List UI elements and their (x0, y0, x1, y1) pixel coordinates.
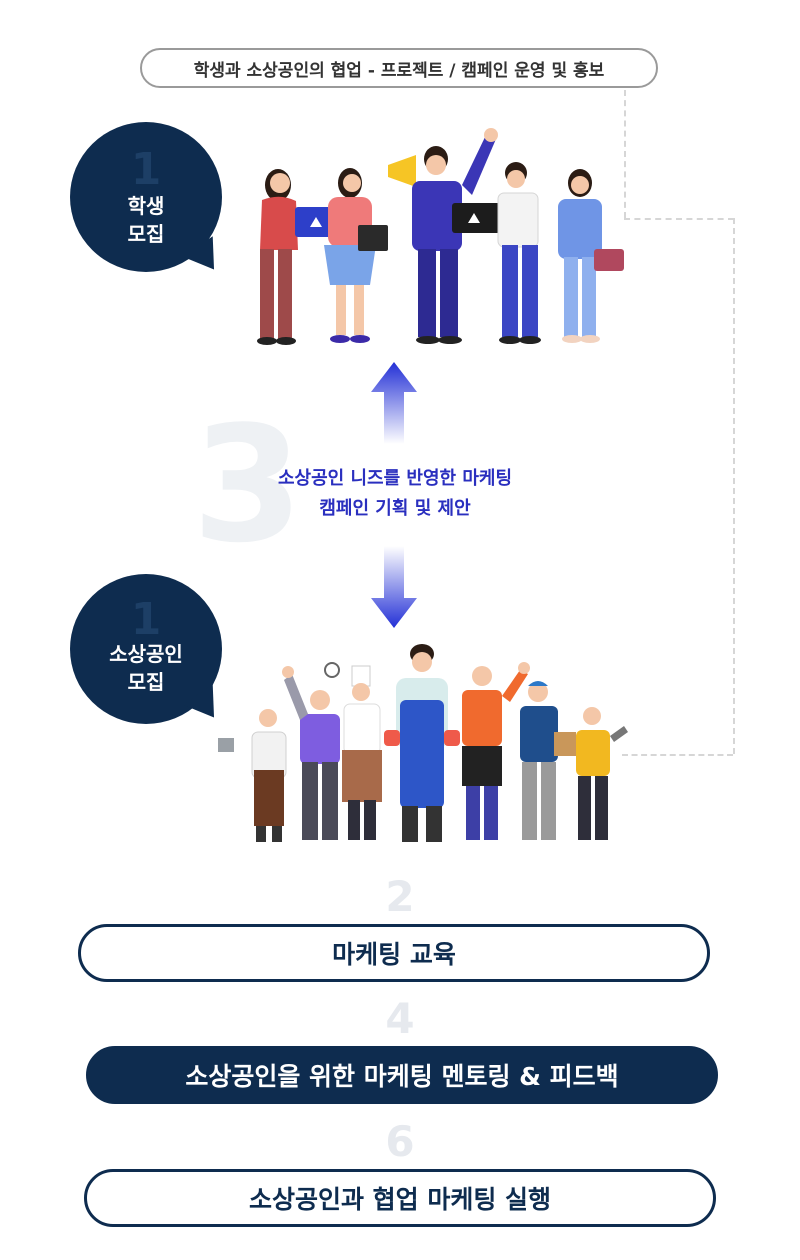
merchant-figure-chef (324, 662, 382, 840)
down-arrow-icon (371, 546, 417, 628)
step-4-number: 4 (385, 994, 415, 1043)
step-2-number: 2 (385, 872, 415, 921)
students-illustration (257, 128, 624, 345)
merchants-bubble: 1 소상공인 모집 (70, 574, 229, 728)
center-text-line1: 소상공인 니즈를 반영한 마케팅 (277, 468, 513, 489)
students-label-line1: 학생 (127, 194, 165, 218)
marketing-education-pill: 마케팅 교육 (78, 924, 710, 982)
connector-top-vertical (624, 90, 626, 218)
merchant-figure-barista (218, 709, 287, 842)
student-figure-5 (558, 169, 624, 343)
connector-top-horizontal (624, 218, 734, 220)
merchant-figure-cap (520, 681, 576, 840)
center-step-number: 3 (192, 391, 304, 578)
merchants-step-number: 1 (130, 594, 162, 645)
merchants-illustration (218, 644, 628, 842)
up-arrow-icon (371, 362, 417, 444)
step-6-number: 6 (385, 1117, 415, 1166)
header-title-pill: 학생과 소상공인의 협업 - 프로젝트 / 캠페인 운영 및 홍보 (140, 48, 658, 88)
center-text-line2: 캠페인 기획 및 제안 (319, 498, 471, 519)
merchant-figure-yellow (576, 707, 628, 840)
student-figure-3 (412, 128, 498, 344)
student-figure-1 (257, 169, 298, 345)
connector-right-vertical (733, 218, 735, 754)
students-bubble: 1 학생 모집 (70, 122, 229, 280)
connector-bottom-horizontal (622, 754, 733, 756)
merchants-label-line2: 모집 (127, 670, 165, 694)
students-step-number: 1 (130, 144, 162, 195)
mentoring-feedback-pill: 소상공인을 위한 마케팅 멘토링 & 피드백 (86, 1046, 718, 1104)
merchant-figure-vest (282, 666, 340, 840)
collab-marketing-pill: 소상공인과 협업 마케팅 실행 (84, 1169, 716, 1227)
student-figure-4 (497, 162, 541, 344)
student-figure-2 (324, 168, 388, 343)
merchant-figure-apron (384, 644, 460, 842)
students-label-line2: 모집 (127, 222, 165, 246)
merchants-label-line1: 소상공인 (109, 642, 183, 666)
merchant-figure-orange (462, 662, 530, 840)
